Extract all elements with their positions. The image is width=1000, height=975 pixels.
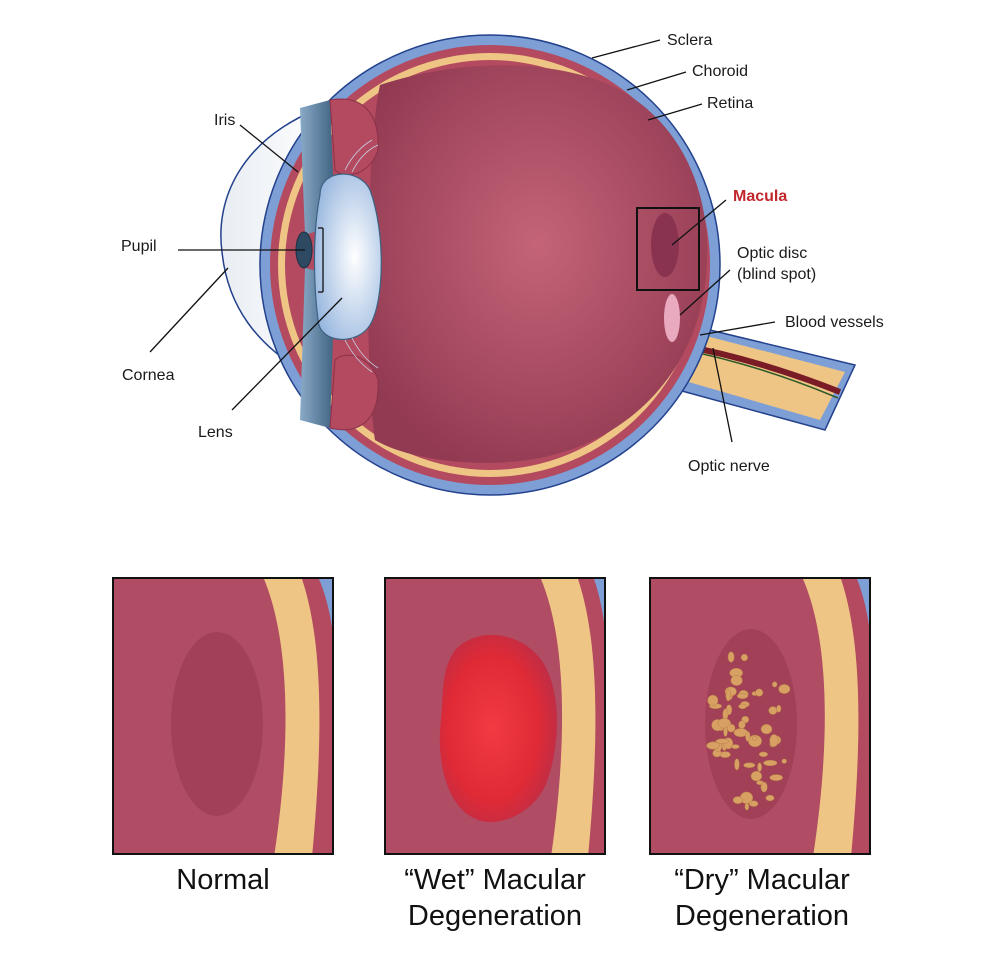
- drusen-deposit: [727, 651, 735, 663]
- label-choroid: Choroid: [692, 63, 748, 80]
- drusen-deposit: [731, 744, 740, 749]
- drusen-deposit: [755, 688, 764, 697]
- drusen-deposit: [736, 693, 749, 699]
- label-cornea: Cornea: [122, 367, 175, 384]
- drusen-deposit: [738, 720, 746, 729]
- caption-normal-line1: Normal: [176, 864, 270, 896]
- label-sclera: Sclera: [667, 32, 712, 49]
- drusen-deposit: [758, 751, 768, 757]
- drusen-deposit: [725, 688, 731, 702]
- zonule-fibers: [344, 139, 379, 373]
- drusen-deposit: [740, 653, 748, 662]
- drusen-deposit: [760, 724, 773, 735]
- caption-dry: “Dry” Macular Degeneration: [612, 862, 912, 934]
- leader-lines: [149, 39, 776, 443]
- macula-highlight-box: [636, 207, 700, 291]
- drusen-deposit: [757, 762, 762, 772]
- drusen-deposit: [763, 759, 778, 767]
- macula-normal: [171, 632, 263, 816]
- macula: [651, 213, 679, 277]
- caption-dry-line1: “Dry” Macular: [674, 864, 850, 896]
- drusen-deposit: [744, 803, 750, 811]
- eye-anatomy-diagram: Sclera Choroid Retina Iris Macula Pupil …: [121, 32, 884, 496]
- drusen-deposit: [707, 694, 719, 706]
- drusen-deposit: [738, 703, 747, 710]
- drusen-deposit: [769, 774, 783, 781]
- lens: [313, 173, 382, 340]
- panel-wet-macular: [384, 577, 606, 855]
- label-pupil: Pupil: [121, 238, 157, 255]
- drusen-deposit: [778, 684, 791, 694]
- drusen-deposit: [715, 738, 730, 744]
- drusen-deposit: [734, 758, 740, 771]
- caption-normal: Normal: [73, 862, 373, 898]
- drusen-deposit: [706, 741, 720, 750]
- label-optic-disc: Optic disc: [737, 245, 807, 262]
- drusen-deposit: [717, 718, 731, 729]
- caption-wet: “Wet” Macular Degeneration: [345, 862, 645, 934]
- drusen-deposit: [760, 781, 768, 793]
- drusen-deposit: [749, 800, 759, 807]
- drusen-deposit: [765, 794, 775, 802]
- label-blood-vessels: Blood vessels: [785, 314, 884, 331]
- wet-lesion: [439, 634, 558, 823]
- panel-dry-macular: [649, 577, 871, 855]
- drusen-deposit: [776, 704, 782, 713]
- drusen-deposit: [772, 681, 778, 688]
- ciliary-body-lower: [329, 354, 379, 431]
- label-retina: Retina: [707, 95, 753, 112]
- drusen-deposit: [781, 758, 787, 764]
- macula-dry: [705, 629, 797, 819]
- caption-wet-line2: Degeneration: [407, 900, 583, 932]
- vitreous-body: [368, 65, 708, 463]
- label-optic-disc-blind-spot: (blind spot): [737, 266, 816, 283]
- drusen-deposit: [732, 796, 744, 804]
- caption-wet-line1: “Wet” Macular: [404, 864, 586, 896]
- caption-dry-line2: Degeneration: [674, 900, 850, 932]
- drusen-deposit: [750, 770, 763, 782]
- label-lens: Lens: [198, 424, 233, 441]
- drusen-deposit: [769, 734, 779, 747]
- drusen-deposits: [706, 651, 791, 811]
- label-optic-nerve: Optic nerve: [688, 458, 770, 475]
- drusen-deposit: [743, 762, 756, 768]
- panel-normal: [112, 577, 334, 855]
- drusen-deposit: [726, 723, 736, 733]
- label-macula: Macula: [733, 188, 787, 205]
- label-iris: Iris: [214, 112, 235, 129]
- optic-disc: [664, 294, 680, 342]
- drusen-deposit: [752, 735, 758, 741]
- drusen-deposit: [768, 706, 778, 715]
- drusen-deposit: [730, 675, 743, 686]
- drusen-deposit: [745, 731, 751, 742]
